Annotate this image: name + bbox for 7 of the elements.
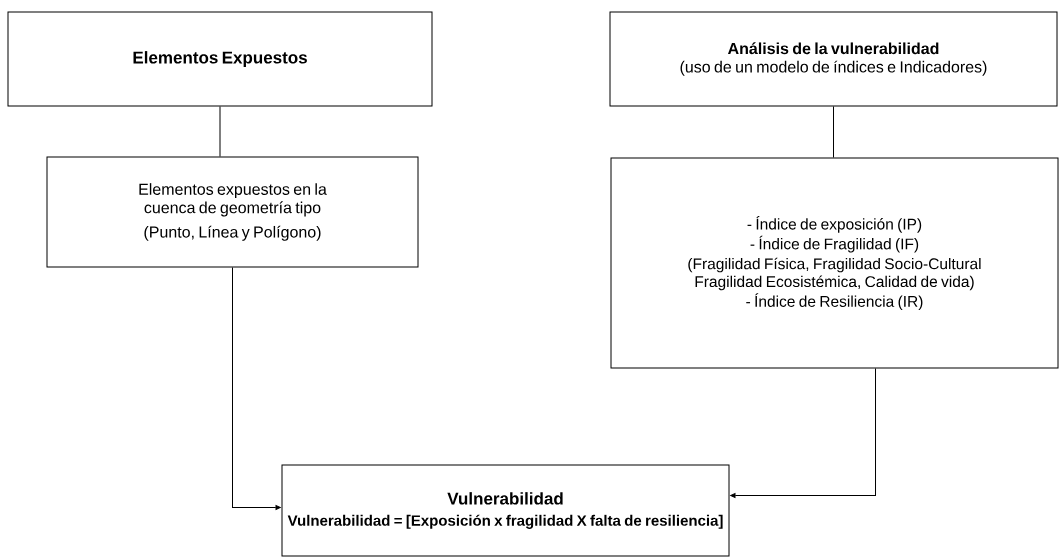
connector-arrow: [232, 267, 281, 510]
process-box: Elementos Expuestos: [7, 11, 433, 107]
process-box: Elementos expuestos en la cuenca de geometría tipo (Punto, Línea y Polígono): [46, 156, 419, 268]
process-box: - Índice de exposición (IP) - Índice de Fragilidad (IF) (Fragilidad Física, Fragilidad Socio-Cultural Fragilidad Ecosistémica, Calidad de vida) - Índice de Resiliencia (IR): [610, 157, 1059, 369]
connector-arrow: [730, 368, 876, 498]
process-box: Análisis de la vulnerabilidad (uso de un modelo de índices e Indicadores): [609, 11, 1058, 107]
process-box: Vulnerabilidad Vulnerabilidad = [Exposición x fragilidad X falta de resiliencia]: [281, 464, 730, 557]
